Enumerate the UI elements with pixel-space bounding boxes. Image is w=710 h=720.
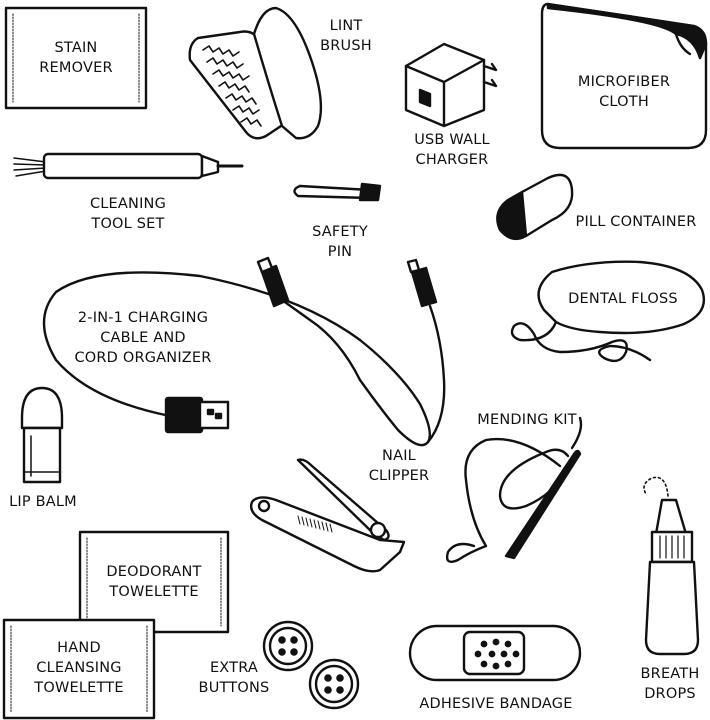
lip-balm-icon [20,386,64,484]
cleaning-tool-set-icon [13,152,244,180]
lint-brush-icon [188,6,323,140]
safety-pin-icon [293,182,382,202]
dental-floss-label: DENTAL FLOSS [568,291,678,307]
adhesive-bandage-label: ADHESIVE BANDAGE [419,696,573,712]
usb-wall-charger-icon [404,42,498,128]
pill-container-icon [496,173,574,241]
adhesive-bandage-icon [408,624,582,682]
nail-clipper-icon [249,458,406,573]
microfiber-cloth-icon [540,2,708,150]
hand-towelette-icon [2,618,156,720]
pill-container-label: PILL CONTAINER [575,214,697,230]
mending-kit-label: MENDING KIT [477,412,577,428]
dental-floss-icon [510,260,706,363]
lip-balm-label: LIP BALM [9,494,77,510]
charging-cable-icon [42,256,446,447]
stain-remover-icon [4,6,148,110]
mending-kit-icon [445,416,583,563]
breath-drops-icon [643,476,700,656]
deodorant-towelette-icon [78,530,230,634]
extra-buttons-icon [262,620,360,710]
